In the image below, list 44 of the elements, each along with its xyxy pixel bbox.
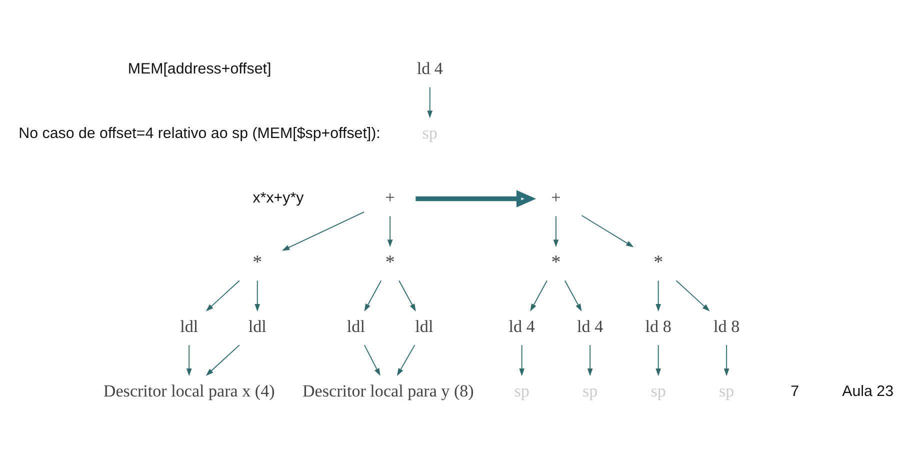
arrow (656, 344, 661, 376)
node-text: ld 4 (577, 316, 604, 336)
arrow (564, 280, 582, 312)
label: No caso de offset=4 relativo ao sp (MEM[$sp+offset]): (18, 124, 380, 142)
node-text: ldl (346, 316, 365, 336)
arrow (553, 216, 559, 248)
arrow (676, 280, 710, 312)
node-text: + (385, 188, 395, 207)
node-text: ld 8 (645, 316, 672, 336)
arrow (206, 280, 240, 312)
arrow (581, 215, 634, 248)
arrow (427, 86, 433, 118)
arrow (398, 280, 416, 312)
arrow (587, 344, 593, 376)
label: MEM[address+offset] (128, 60, 272, 78)
arrow (282, 211, 365, 251)
node-text: ldl (415, 316, 434, 336)
node-text: + (551, 188, 561, 207)
arrow (206, 344, 240, 376)
node-text: ld 4 (416, 59, 443, 78)
node-text: * (252, 252, 262, 273)
node-text: ldl (180, 316, 198, 336)
node-text: ldl (248, 316, 266, 336)
arrow (364, 344, 380, 376)
node-text: ld 4 (508, 316, 535, 336)
label: 7 (790, 382, 800, 400)
node-text: * (551, 252, 561, 273)
node-text: ld 8 (714, 316, 740, 336)
node-text: Descritor local para x (4) (103, 381, 275, 400)
arrow (387, 216, 393, 248)
node-text: * (385, 252, 395, 273)
label: Aula 23 (842, 382, 894, 400)
arrow (416, 190, 536, 208)
label: x*x+y*y (252, 189, 304, 206)
arrow (254, 280, 260, 312)
node-text: * (654, 252, 664, 273)
arrow (364, 280, 382, 312)
arrow (396, 344, 416, 376)
node-text: Descritor local para y (8) (302, 381, 474, 400)
arrow (656, 280, 661, 312)
arrow (186, 344, 192, 376)
arrow (519, 344, 524, 376)
arrow (724, 344, 730, 376)
arrow (530, 280, 548, 312)
